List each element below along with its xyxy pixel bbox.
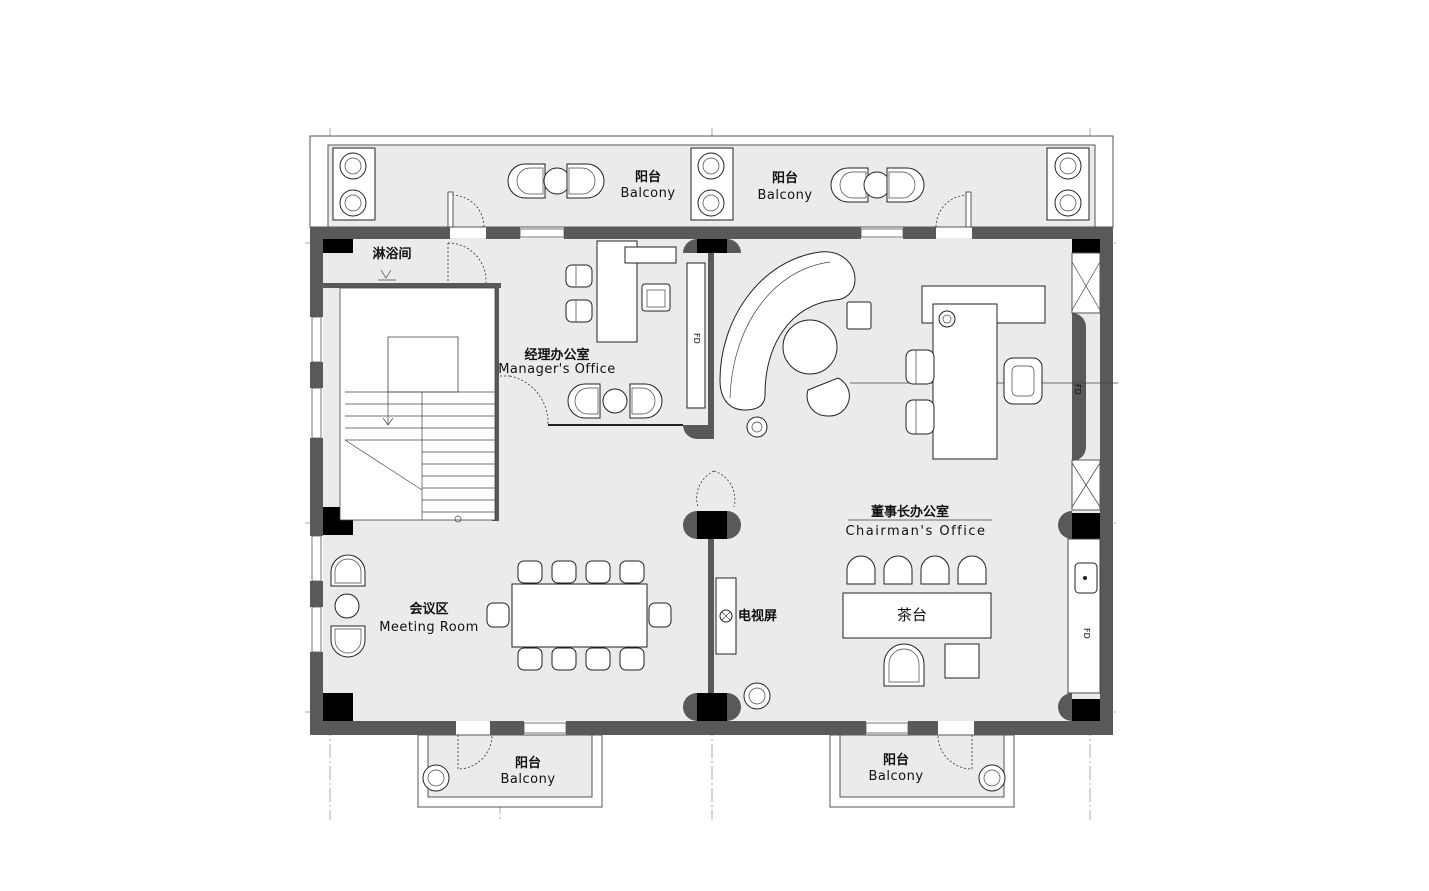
top-balcony: 阳台 Balcony 阳台 Balcony [309, 135, 1114, 228]
balcony-label-cn: 阳台 [883, 752, 909, 768]
manager-office: FD 经理办公室 Manager's Office [498, 240, 706, 425]
lounge-chair-set [830, 167, 925, 203]
executive-chair-icon [1003, 357, 1043, 405]
balcony-label-cn: 阳台 [635, 169, 661, 185]
round-table [782, 319, 838, 375]
lounge-chair-set [507, 163, 605, 199]
stair-arrow-icon [382, 417, 394, 426]
meeting-room-label-cn: 会议区 [409, 601, 448, 617]
planter-icon [690, 147, 734, 221]
meeting-room: 会议区 Meeting Room 电视屏 [330, 554, 777, 671]
chairman-office-label-cn: 董事长办公室 [871, 504, 949, 520]
office-chair-icon [641, 283, 671, 312]
balcony-label-en: Balcony [620, 186, 675, 201]
balcony-label-en: Balcony [757, 188, 812, 203]
planter-icon [1046, 147, 1090, 221]
chairman-office: FD 董事长办公室 Chairman's Office 茶台 FD [696, 251, 1118, 710]
balcony-label-cn: 阳台 [515, 755, 541, 771]
fd-label: FD [1073, 384, 1082, 395]
plant-icon [746, 416, 768, 438]
fd-label: FD [692, 333, 701, 344]
lounge-chair-icon [806, 377, 850, 417]
sink-icon [1074, 562, 1098, 594]
columns [323, 239, 1100, 721]
planter-icon [332, 147, 376, 221]
tea-chairs [846, 555, 987, 585]
shower-label: 淋浴间 [372, 246, 411, 262]
cabinet [686, 262, 706, 409]
lounge-chair-set [330, 554, 366, 658]
chairman-office-label-en: Chairman's Office [845, 524, 986, 539]
armchair-icon [883, 643, 925, 687]
tv-screen-label: 电视屏 [738, 608, 777, 624]
lounge-chair-set [567, 383, 663, 419]
staircase [339, 287, 496, 523]
plant-icon [743, 682, 771, 710]
chairman-desk [932, 303, 998, 460]
conference-chairs [486, 560, 672, 671]
tea-table-label: 茶台 [897, 606, 927, 624]
office-chair-icon [905, 349, 935, 435]
balcony-label-en: Balcony [500, 772, 555, 787]
balcony-label-cn: 阳台 [772, 170, 798, 186]
conference-table [511, 583, 648, 648]
manager-office-label-cn: 经理办公室 [524, 347, 589, 363]
tea-table [842, 592, 992, 639]
bottom-balcony-right: 阳台 Balcony [829, 734, 1015, 808]
balcony-label-en: Balcony [868, 769, 923, 784]
manager-office-label-en: Manager's Office [498, 362, 616, 377]
bottom-balcony-left: 阳台 Balcony [417, 734, 603, 808]
meeting-room-label-en: Meeting Room [379, 620, 479, 635]
office-chair-icon [565, 264, 593, 323]
curved-sofa [719, 251, 856, 411]
shower-area: 淋浴间 [372, 242, 487, 284]
interior-walls [323, 252, 1101, 694]
exterior-walls [310, 227, 1113, 735]
fd-label: FD [1082, 628, 1091, 639]
